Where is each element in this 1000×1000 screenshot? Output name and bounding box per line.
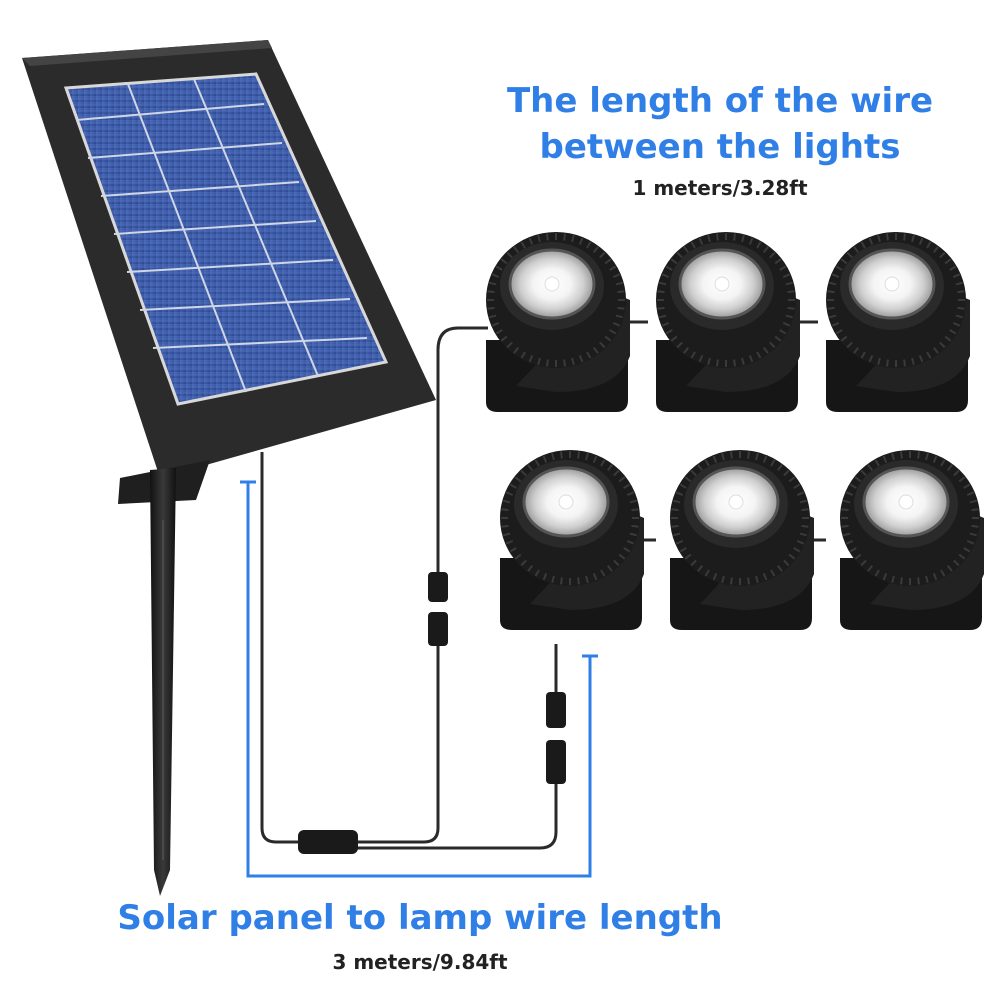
wire-between-lights-title-line2: between the lights [539, 127, 901, 167]
spotlight-6 [840, 450, 984, 630]
wire-between-lights-title: The length of the wire between the light… [470, 78, 970, 170]
spotlight-5 [670, 450, 814, 630]
solar-panel [22, 40, 436, 896]
spotlight-group [486, 232, 984, 630]
panel-grid [75, 78, 368, 393]
splitter-connector [298, 830, 358, 854]
wire-between-lights-value: 1 meters/3.28ft [632, 176, 808, 200]
spotlight-2 [656, 232, 800, 412]
measure-bracket-panel-to-lamp [240, 480, 598, 878]
panel-cells [63, 72, 389, 406]
panel-to-lamp-title: Solar panel to lamp wire length [117, 898, 723, 938]
spotlight-3 [826, 232, 970, 412]
spotlight-4 [500, 450, 644, 630]
spotlight-1 [486, 232, 630, 412]
cable-connectors [298, 572, 566, 854]
wire-between-lights-title-line1: The length of the wire [506, 81, 934, 121]
panel-to-lamp-value: 3 meters/9.84ft [332, 950, 508, 974]
